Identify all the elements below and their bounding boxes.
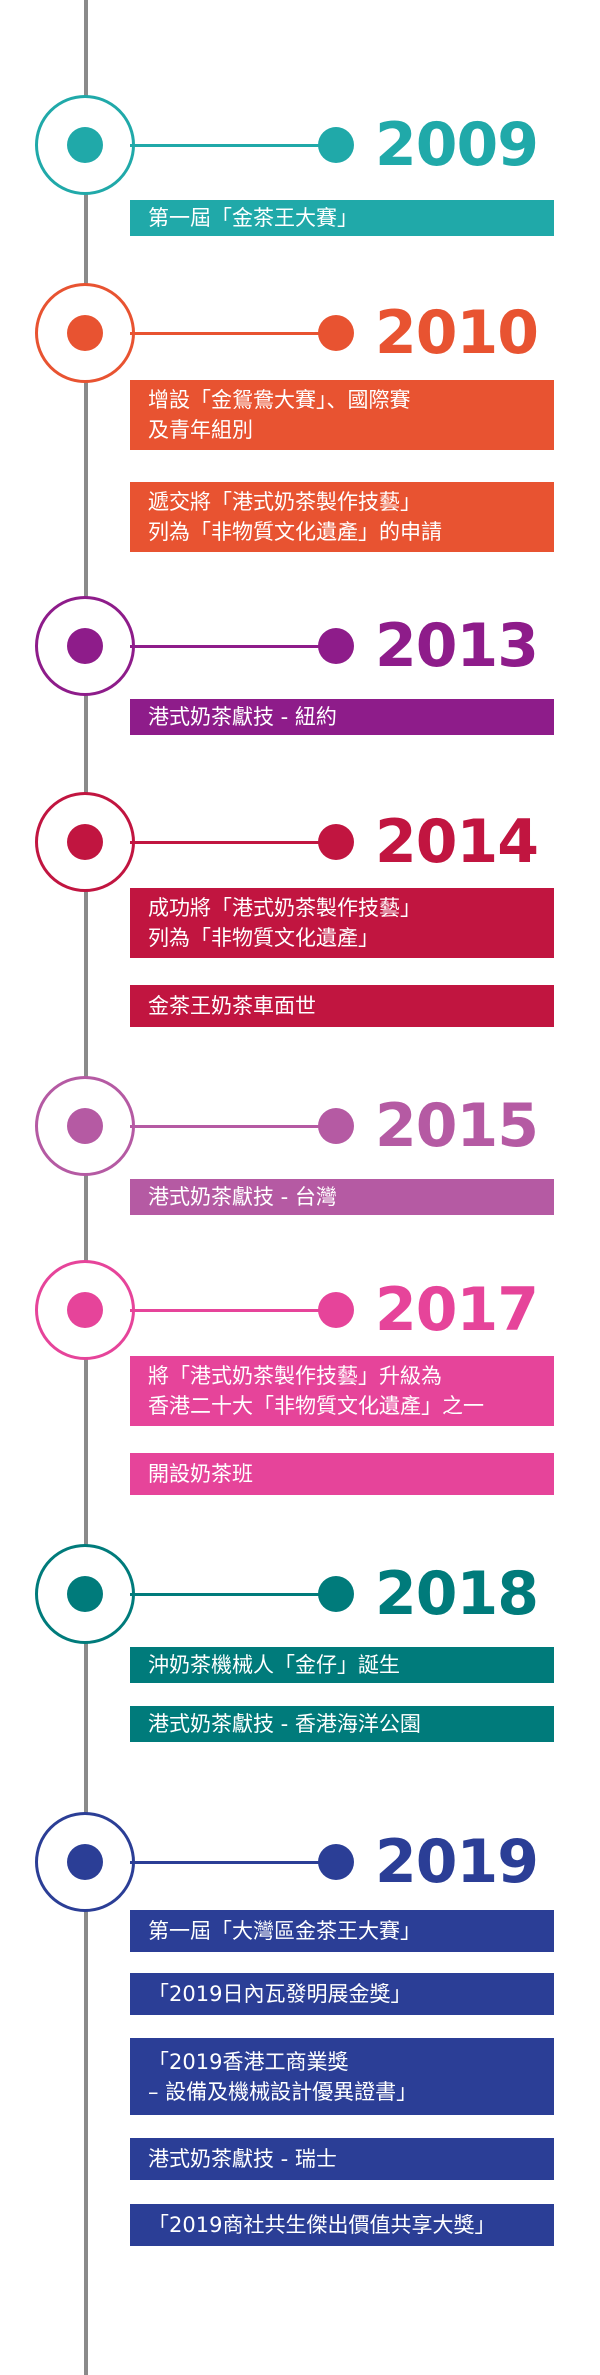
marker-dot (67, 1844, 103, 1880)
event-box: 開設奶茶班 (130, 1453, 554, 1495)
event-text: 港式奶茶獻技 - 紐約 (148, 705, 337, 729)
event-text: 開設奶茶班 (148, 1462, 253, 1486)
event-text: – 設備及機械設計優異證書」 (148, 2079, 418, 2104)
event-box: 金茶王奶茶車面世 (130, 985, 554, 1027)
year-label: 2017 (375, 1275, 539, 1345)
marker-dot (67, 1108, 103, 1144)
event-text: 港式奶茶獻技 - 香港海洋公園 (148, 1712, 421, 1736)
connector-end-dot (318, 127, 354, 163)
event-text: 將「港式奶茶製作技藝」升級為 (148, 1364, 442, 1388)
event-text: 港式奶茶獻技 - 瑞士 (148, 2147, 337, 2171)
event-box: 第一屆「金茶王大賽」 (130, 200, 554, 236)
timeline-axis (84, 0, 88, 2375)
event-text: 增設「金鴛鴦大賽」、國際賽 (148, 388, 411, 412)
event-text: 沖奶茶機械人「金仔」誕生 (148, 1653, 400, 1677)
event-text: 及青年組別 (148, 418, 253, 442)
timeline-marker-2017 (35, 1260, 135, 1360)
year-label: 2010 (375, 298, 539, 368)
timeline-marker-2010 (35, 283, 135, 383)
event-box: 遞交將「港式奶茶製作技藝」 列為「非物質文化遺產」的申請 (130, 482, 554, 552)
marker-dot (67, 824, 103, 860)
event-box: 港式奶茶獻技 - 瑞士 (130, 2138, 554, 2180)
event-text: 「2019香港工商業獎 (148, 2049, 349, 2074)
event-box: 第一屆「大灣區金茶王大賽」 (130, 1910, 554, 1952)
connector-end-dot (318, 1292, 354, 1328)
timeline-marker-2014 (35, 792, 135, 892)
connector-line (130, 841, 330, 844)
event-text: 列為「非物質文化遺產」 (148, 926, 379, 950)
event-box: 「2019日內瓦發明展金獎」 (130, 1973, 554, 2015)
year-label: 2009 (375, 110, 539, 180)
connector-line (130, 144, 330, 147)
event-text: 「2019日內瓦發明展金獎」 (148, 1982, 412, 2006)
event-box: 沖奶茶機械人「金仔」誕生 (130, 1647, 554, 1683)
connector-line (130, 1593, 330, 1596)
connector-end-dot (318, 1108, 354, 1144)
marker-dot (67, 315, 103, 351)
event-text: 列為「非物質文化遺產」的申請 (148, 520, 442, 544)
year-label: 2019 (375, 1827, 539, 1897)
event-box: 港式奶茶獻技 - 紐約 (130, 699, 554, 735)
connector-line (130, 1125, 330, 1128)
event-text: 遞交將「港式奶茶製作技藝」 (148, 490, 421, 514)
marker-dot (67, 1292, 103, 1328)
event-box: 「2019香港工商業獎 – 設備及機械設計優異證書」 (130, 2038, 554, 2115)
year-label: 2014 (375, 807, 539, 877)
event-text: 港式奶茶獻技 - 台灣 (148, 1185, 337, 1209)
marker-dot (67, 127, 103, 163)
event-text: 成功將「港式奶茶製作技藝」 (148, 896, 421, 920)
connector-end-dot (318, 628, 354, 664)
timeline-marker-2015 (35, 1076, 135, 1176)
connector-line (130, 332, 330, 335)
marker-dot (67, 628, 103, 664)
event-box: 港式奶茶獻技 - 台灣 (130, 1179, 554, 1215)
event-box: 「2019商社共生傑出價值共享大獎」 (130, 2204, 554, 2246)
year-label: 2018 (375, 1559, 539, 1629)
connector-line (130, 1309, 330, 1312)
event-text: 第一屆「金茶王大賽」 (148, 206, 358, 230)
year-label: 2015 (375, 1091, 539, 1161)
timeline-marker-2013 (35, 596, 135, 696)
event-box: 增設「金鴛鴦大賽」、國際賽 及青年組別 (130, 380, 554, 450)
event-box: 將「港式奶茶製作技藝」升級為 香港二十大「非物質文化遺產」之一 (130, 1356, 554, 1426)
event-text: 金茶王奶茶車面世 (148, 994, 316, 1018)
event-box: 港式奶茶獻技 - 香港海洋公園 (130, 1706, 554, 1742)
event-text: 第一屆「大灣區金茶王大賽」 (148, 1919, 421, 1943)
year-label: 2013 (375, 611, 539, 681)
connector-end-dot (318, 315, 354, 351)
marker-ring (35, 1544, 135, 1644)
event-text: 「2019商社共生傑出價值共享大獎」 (148, 2213, 496, 2237)
timeline-marker-2019 (35, 1812, 135, 1912)
connector-end-dot (318, 1844, 354, 1880)
timeline-marker-2009 (35, 95, 135, 195)
marker-dot (67, 1576, 103, 1612)
connector-line (130, 645, 330, 648)
connector-end-dot (318, 1576, 354, 1612)
connector-line (130, 1861, 330, 1864)
connector-end-dot (318, 824, 354, 860)
event-box: 成功將「港式奶茶製作技藝」 列為「非物質文化遺產」 (130, 888, 554, 958)
event-text: 香港二十大「非物質文化遺產」之一 (148, 1394, 484, 1418)
timeline-marker-2018 (35, 1544, 135, 1644)
